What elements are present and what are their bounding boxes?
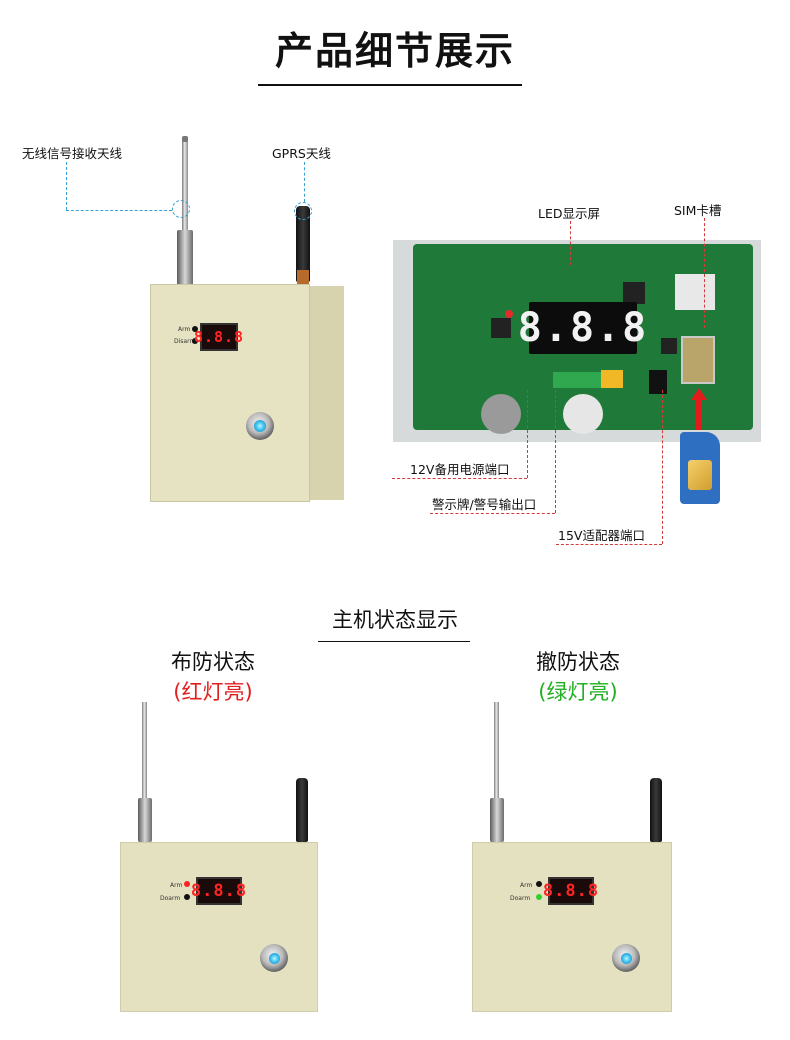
pcb-sim-slot [681,336,715,384]
port-12v-label: 12V备用电源端口 [410,462,510,477]
armed-arm-label: Arm [170,882,183,889]
pcb-chip [661,338,677,354]
disarmed-state-note: (绿灯亮) [538,680,618,704]
pcb-enclosure-photo: 8.8.8 [393,240,761,442]
device-button[interactable] [246,412,274,440]
antenna-leader-h [66,210,172,211]
receive-antenna-rod [182,140,188,232]
receive-antenna-base [177,230,193,288]
gprs-antenna-band [297,270,309,284]
port-15v-leader-v [662,390,663,544]
sim-leader [704,218,705,328]
port-12v-leader-h [392,478,527,479]
device-arm-dot [192,326,198,332]
pcb-dc-jack [649,370,667,394]
pcb-red-led [505,310,513,318]
led-leader [570,221,571,265]
pcb-board: 8.8.8 [413,244,753,434]
main-device-illustration: Arm Disarm 8.8.8 [140,130,360,510]
device-button-light-icon [254,420,266,432]
armed-button-light-icon [268,952,280,964]
armed-device-box [120,842,318,1012]
port-warning-leader-h [430,513,555,514]
armed-disarm-label: Doarm [160,895,181,902]
port-15v-leader-h [556,544,662,545]
pcb-led-digits: 8.8.8 [517,305,649,351]
pcb-module [675,274,715,310]
disarmed-receive-antenna-rod [494,702,499,802]
armed-receive-antenna-base [138,798,152,842]
disarmed-arm-dot [536,881,542,887]
armed-button[interactable] [260,944,288,972]
status-section-underline [318,641,470,642]
sim-chip-icon [688,460,712,490]
pcb-speaker [481,394,521,434]
device-led-display: 8.8.8 [194,323,243,351]
armed-arm-dot-red [184,881,190,887]
device-disarm-label: Disarm [174,338,196,345]
sim-card [680,432,720,504]
pcb-relay [601,370,623,388]
armed-device: Arm Doarm 8.8.8 [110,690,330,1020]
sim-label: SIM卡槽 [674,203,722,218]
insert-arrow-icon [696,396,702,430]
device-front-panel [150,284,310,502]
disarmed-device-box [472,842,672,1012]
disarmed-button[interactable] [612,944,640,972]
disarmed-device: Arm Doarm 8.8.8 [462,690,682,1020]
antenna-marker-circle [172,200,190,218]
receive-antenna-tip [182,136,188,142]
armed-state-title: 布防状态 [171,650,255,674]
gprs-leader-v [304,162,305,202]
device-led-digits: 8.8.8 [193,328,245,346]
gprs-marker-circle [294,202,312,220]
disarmed-led-digits: 8.8.8 [542,881,600,901]
pcb-led-display: 8.8.8 [518,302,646,354]
device-side-panel [306,286,344,500]
port-warning-leader-v [555,390,556,513]
status-section-title: 主机状态显示 [332,608,458,632]
gprs-antenna [296,206,310,282]
page-title: 产品细节展示 [274,29,515,73]
gprs-label: GPRS天线 [272,146,331,161]
armed-receive-antenna-rod [142,702,147,802]
port-12v-leader-v [527,390,528,478]
pcb-terminal-block [553,372,601,388]
insert-arrow-head-icon [691,388,707,400]
disarmed-button-light-icon [620,952,632,964]
armed-led-digits: 8.8.8 [190,881,248,901]
pcb-chip [491,318,511,338]
disarmed-gprs-antenna [650,778,662,842]
disarmed-disarm-dot-green [536,894,542,900]
disarmed-receive-antenna-base [490,798,504,842]
disarmed-state-title: 撤防状态 [536,650,620,674]
armed-gprs-antenna [296,778,308,842]
antenna-label: 无线信号接收天线 [22,146,123,161]
disarmed-disarm-label: Doarm [510,895,531,902]
armed-led-display: 8.8.8 [191,877,246,905]
pcb-chip [623,282,645,304]
device-disarm-dot [192,338,198,344]
pcb-buzzer [563,394,603,434]
title-underline [258,84,522,86]
port-15v-label: 15V适配器端口 [558,528,645,543]
armed-state-note: (红灯亮) [173,680,253,704]
disarmed-led-display: 8.8.8 [543,877,598,905]
armed-disarm-dot [184,894,190,900]
device-arm-label: Arm [178,326,191,333]
port-warning-label: 警示牌/警号输出口 [432,497,537,512]
disarmed-arm-label: Arm [520,882,533,889]
led-label: LED显示屏 [538,206,600,221]
antenna-leader-v [66,162,67,210]
